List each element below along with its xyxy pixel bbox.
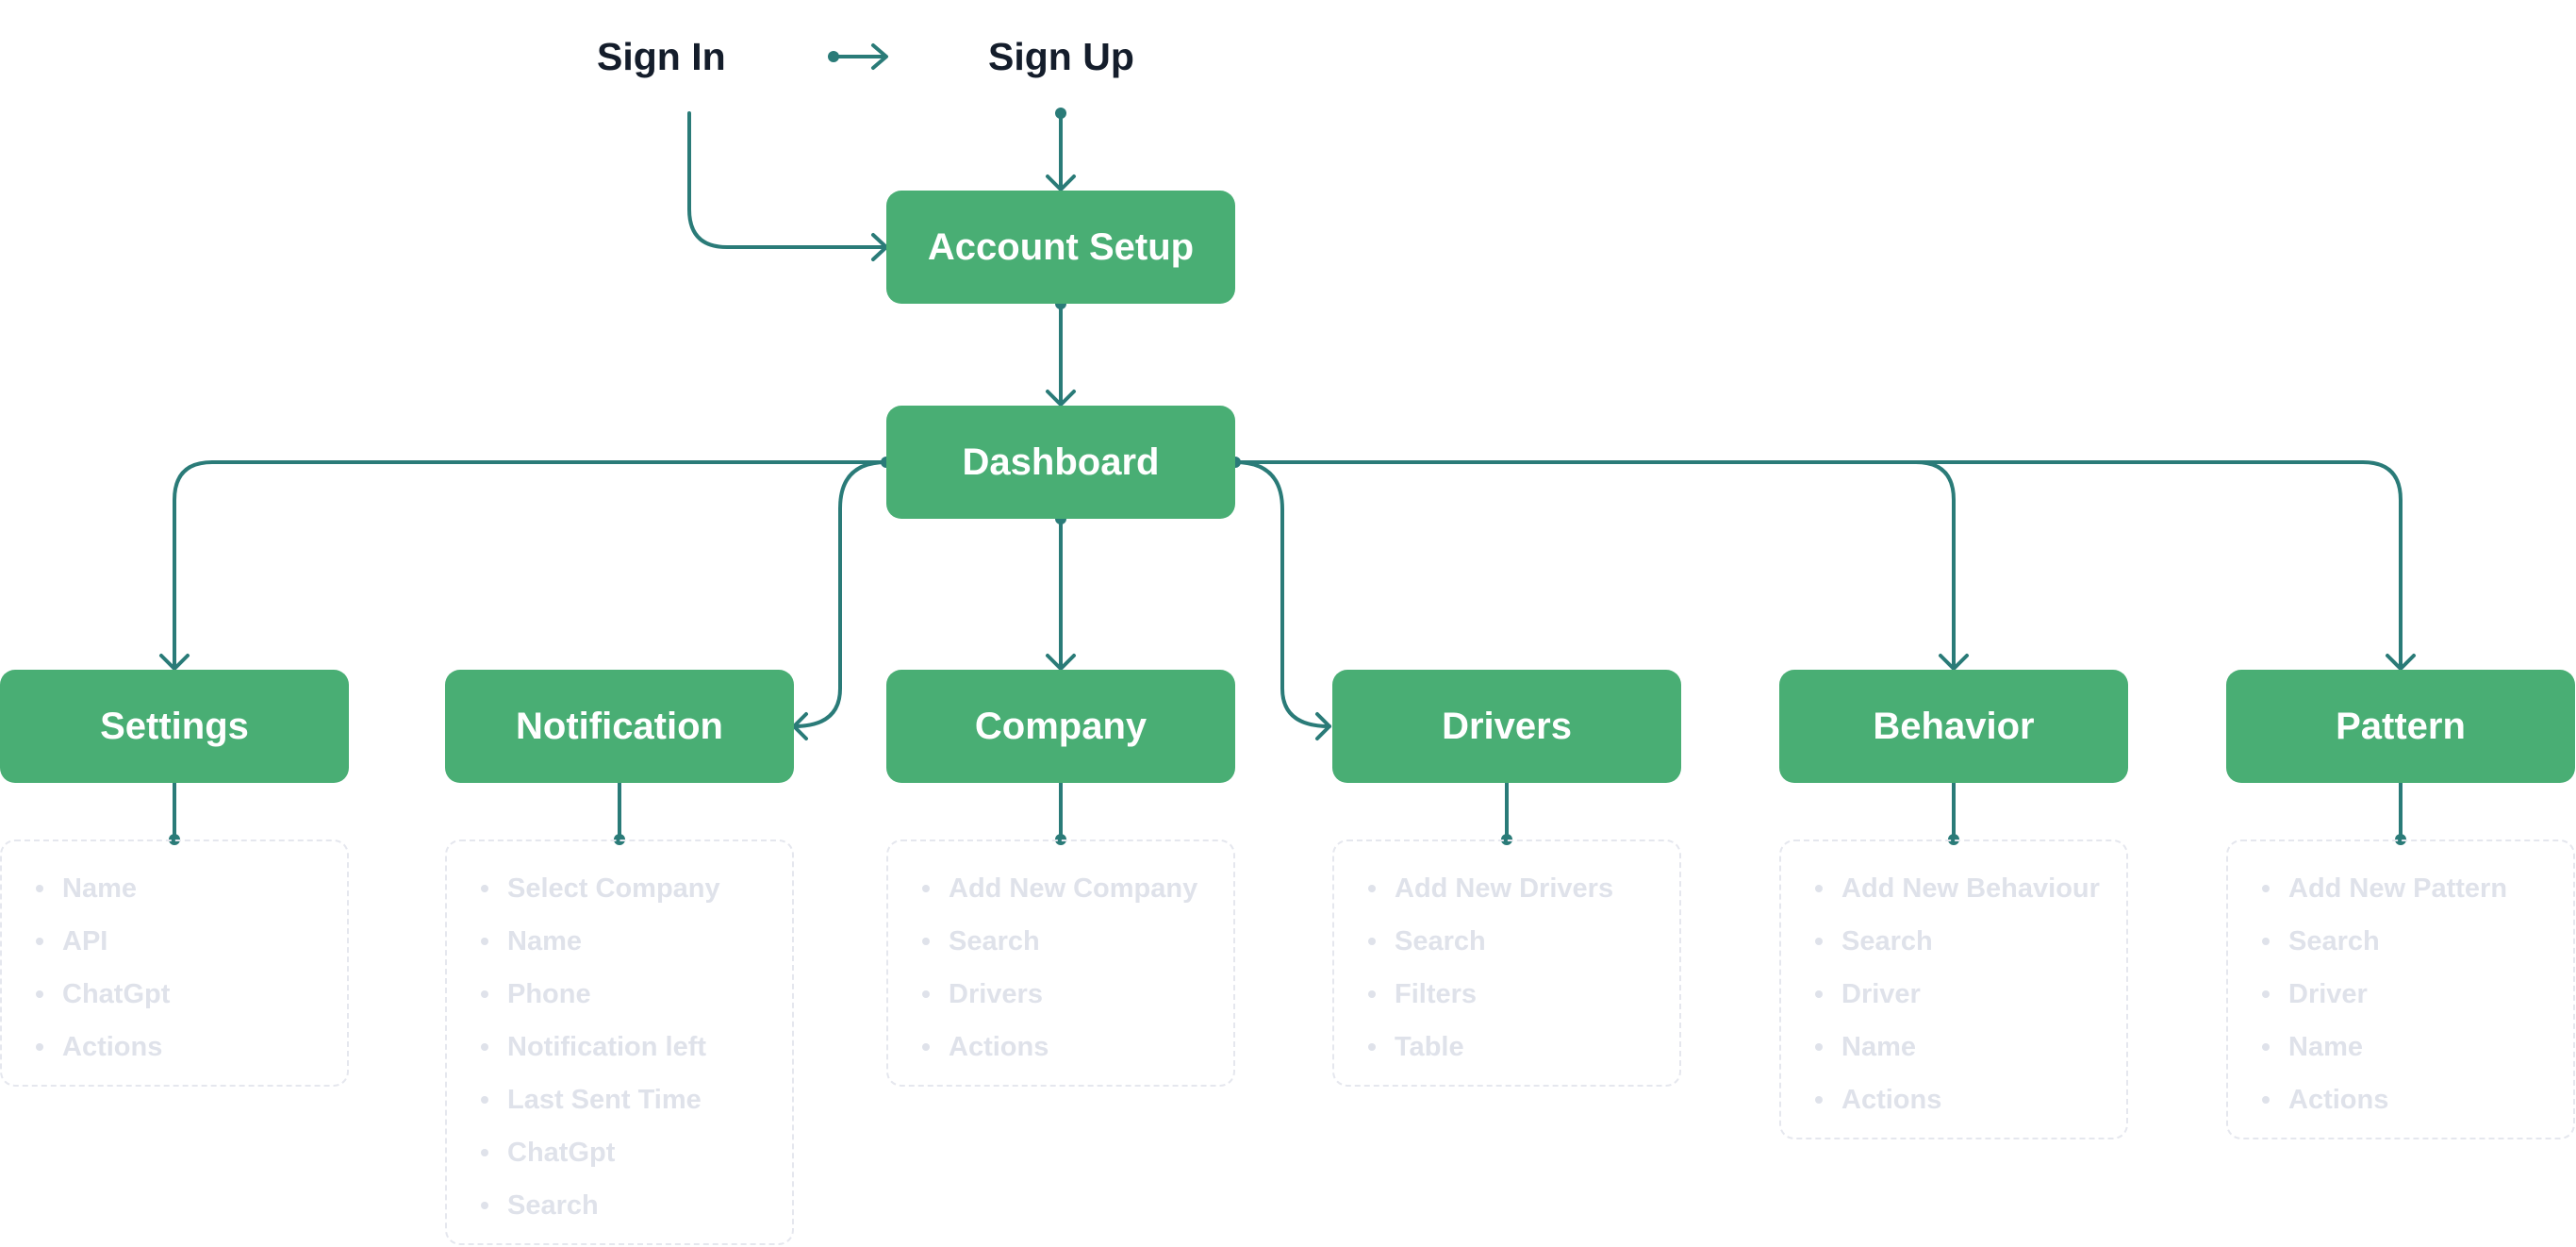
- notification-details: Select Company Name Phone Notification l…: [445, 840, 794, 1245]
- arrowhead-settings: [159, 654, 190, 671]
- settings-node: Settings: [0, 670, 349, 783]
- arrowhead-company: [1046, 654, 1076, 671]
- list-item: Add New Behaviour: [1781, 862, 2126, 915]
- list-item: Filters: [1334, 968, 1679, 1021]
- connector-signin-account: [687, 111, 888, 249]
- drivers-details: Add New Drivers Search Filters Table: [1332, 840, 1681, 1087]
- connector-dashboard-pattern: [1914, 460, 2403, 670]
- dot-signup-bottom: [1055, 108, 1066, 119]
- list-item: Phone: [447, 968, 792, 1021]
- arrowhead-signup: [871, 43, 888, 70]
- list-item: Name: [447, 915, 792, 968]
- list-item: Search: [1781, 915, 2126, 968]
- pattern-details: Add New Pattern Search Driver Name Actio…: [2226, 840, 2575, 1139]
- list-item: Table: [1334, 1021, 1679, 1073]
- list-item: ChatGpt: [447, 1126, 792, 1179]
- connector-dashboard-behavior: [1233, 460, 1956, 670]
- company-node: Company: [886, 670, 1235, 783]
- arrowhead-notification: [792, 712, 808, 740]
- list-item: Actions: [2, 1021, 347, 1073]
- list-item: Search: [2228, 915, 2573, 968]
- arrowhead-drivers: [1315, 712, 1331, 740]
- list-item: Actions: [1781, 1073, 2126, 1126]
- arrowhead-dashboard: [1046, 390, 1076, 407]
- list-item: Search: [1334, 915, 1679, 968]
- dashboard-node: Dashboard: [886, 406, 1235, 519]
- list-item: Name: [2228, 1021, 2573, 1073]
- company-details: Add New Company Search Drivers Actions: [886, 840, 1235, 1087]
- arrowhead-pattern: [2386, 654, 2416, 671]
- drivers-node: Drivers: [1332, 670, 1681, 783]
- sign-up-label: Sign Up: [988, 35, 1134, 78]
- arrowhead-account-top: [1046, 175, 1076, 191]
- list-item: Driver: [1781, 968, 2126, 1021]
- list-item: Drivers: [888, 968, 1233, 1021]
- list-item: Actions: [2228, 1073, 2573, 1126]
- arrowhead-behavior: [1939, 654, 1969, 671]
- list-item: Name: [2, 862, 347, 915]
- dot-signin-signup: [828, 51, 839, 62]
- connector-dashboard-settings: [173, 460, 888, 670]
- account-setup-node: Account Setup: [886, 191, 1235, 304]
- list-item: ChatGpt: [2, 968, 347, 1021]
- list-item: Name: [1781, 1021, 2126, 1073]
- list-item: Search: [447, 1179, 792, 1232]
- notification-node: Notification: [445, 670, 794, 783]
- list-item: Add New Drivers: [1334, 862, 1679, 915]
- sign-in-label: Sign In: [597, 35, 726, 78]
- list-item: Last Sent Time: [447, 1073, 792, 1126]
- list-item: Driver: [2228, 968, 2573, 1021]
- list-item: Add New Pattern: [2228, 862, 2573, 915]
- settings-details: Name API ChatGpt Actions: [0, 840, 349, 1087]
- behavior-node: Behavior: [1779, 670, 2128, 783]
- list-item: Search: [888, 915, 1233, 968]
- list-item: Add New Company: [888, 862, 1233, 915]
- list-item: Select Company: [447, 862, 792, 915]
- connector-dashboard-drivers: [1233, 460, 1331, 728]
- connector-dashboard-notification: [792, 460, 888, 728]
- list-item: Notification left: [447, 1021, 792, 1073]
- pattern-node: Pattern: [2226, 670, 2575, 783]
- behavior-details: Add New Behaviour Search Driver Name Act…: [1779, 840, 2128, 1139]
- list-item: Actions: [888, 1021, 1233, 1073]
- list-item: API: [2, 915, 347, 968]
